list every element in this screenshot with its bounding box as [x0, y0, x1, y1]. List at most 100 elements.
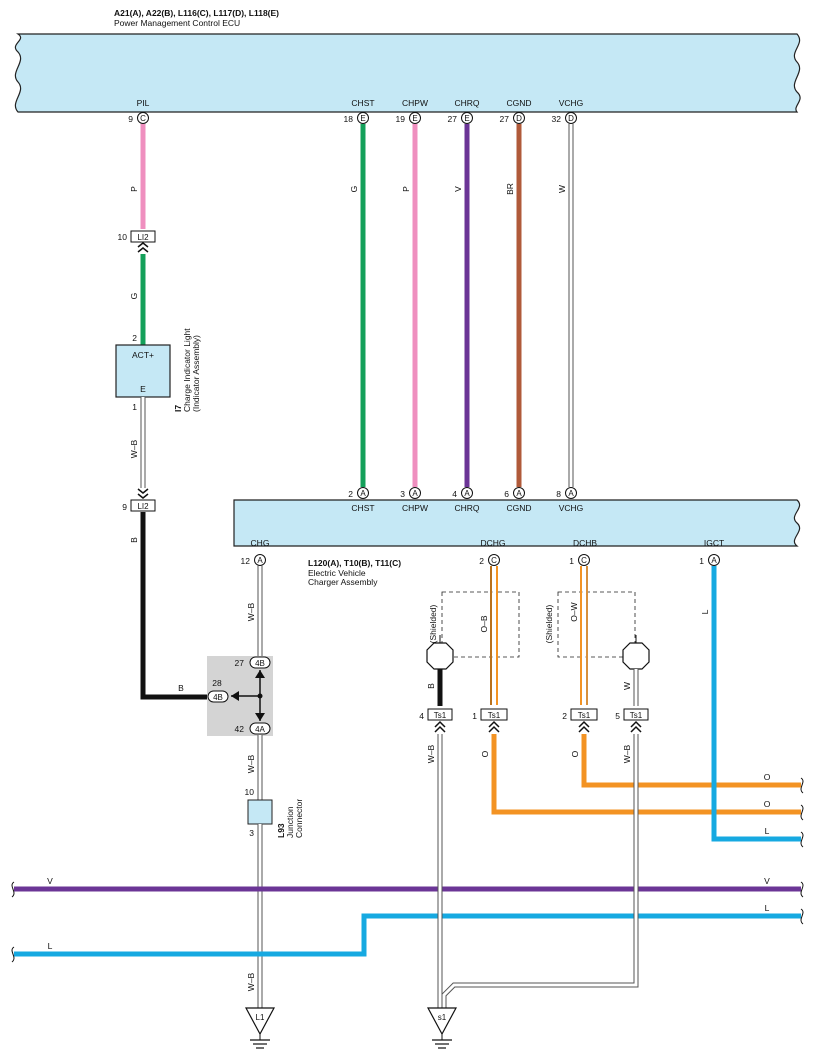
- svg-text:1: 1: [699, 556, 704, 566]
- wire-color-b-into-j: B: [178, 683, 184, 693]
- wire-color-vchg: W: [557, 185, 567, 193]
- ecu-box: [14, 33, 801, 113]
- wire-color-pil-upper: P: [129, 186, 139, 192]
- l93-box: [247, 799, 273, 825]
- svg-text:27: 27: [235, 658, 245, 668]
- charger-name2: Charger Assembly: [308, 577, 378, 587]
- l93-pin-bottom: 3: [249, 828, 254, 838]
- svg-text:LI2: LI2: [137, 233, 149, 242]
- l93-pin-top: 10: [245, 787, 255, 797]
- charger-pin-chpw: 3 A: [400, 487, 421, 499]
- charger-pin-chst: 2 A: [348, 487, 369, 499]
- ecu-pin-pil: 9 C: [128, 112, 149, 124]
- bus-l: [14, 913, 801, 957]
- charger-bottom-label: CHG: [251, 538, 270, 548]
- svg-text:D: D: [568, 114, 574, 123]
- svg-text:s1: s1: [438, 1013, 447, 1022]
- wire-color-dchg-pair: O–B: [479, 615, 489, 632]
- bus-l-left-label: L: [48, 941, 53, 951]
- svg-text:Ts1: Ts1: [488, 711, 501, 720]
- svg-text:28: 28: [212, 678, 222, 688]
- ecu-pin-label: CGND: [506, 98, 531, 108]
- wire-color-chg: W–B: [246, 602, 256, 621]
- wire-color-j-l93: W–B: [246, 754, 256, 773]
- wire-color-chst: G: [349, 186, 359, 193]
- svg-text:4: 4: [452, 489, 457, 499]
- svg-text:A: A: [464, 489, 470, 498]
- ecu-codes: A21(A), A22(B), L116(C), L117(D), L118(E…: [114, 8, 279, 18]
- charger-pin-cgnd: 6 A: [504, 487, 525, 499]
- indicator-pin-e: E: [140, 384, 146, 394]
- wire-color-ts1-left: W–B: [426, 744, 436, 763]
- wire-color-cgnd: BR: [505, 183, 515, 195]
- svg-text:(Indicator Assembly): (Indicator Assembly): [191, 335, 201, 412]
- wire-ts1-dchg-below: [491, 734, 801, 815]
- svg-text:10: 10: [118, 232, 128, 242]
- charger-bottom-pins: 12 A 2 C 1 C 1 A: [241, 554, 720, 566]
- svg-text:Ts1: Ts1: [630, 711, 643, 720]
- charger-pin-dchg: 2 C: [479, 554, 500, 566]
- svg-text:E: E: [464, 114, 469, 123]
- charger-pin-vchg: 8 A: [556, 487, 577, 499]
- svg-text:I7: I7: [173, 405, 183, 412]
- svg-text:27: 27: [448, 114, 458, 124]
- charger-top-label: CHPW: [402, 503, 428, 513]
- svg-text:Junction: Junction: [285, 806, 295, 838]
- svg-text:2: 2: [348, 489, 353, 499]
- wire-color-ts1-dchb: O: [570, 750, 580, 757]
- charger-top-label: CHRQ: [454, 503, 479, 513]
- svg-text:C: C: [491, 556, 497, 565]
- charger-bottom-label: IGCT: [704, 538, 724, 548]
- svg-text:9: 9: [128, 114, 133, 124]
- ecu-pin-chrq: 27 E: [448, 112, 473, 124]
- wire-ts1-dchb-below: [581, 734, 801, 788]
- svg-text:2: 2: [479, 556, 484, 566]
- svg-text:32: 32: [552, 114, 562, 124]
- ecu-pin-label: VCHG: [559, 98, 584, 108]
- charger-pin-chrq: 4 A: [452, 487, 473, 499]
- wire-color-dchb-pair: O–W: [569, 602, 579, 621]
- indicator-pin-act: ACT+: [132, 350, 154, 360]
- svg-text:1: 1: [472, 711, 477, 721]
- indicator-pin-e-num: 1: [132, 402, 137, 412]
- svg-text:C: C: [140, 114, 146, 123]
- svg-text:D: D: [516, 114, 522, 123]
- svg-text:A: A: [711, 556, 717, 565]
- connector-li2-bottom: 9 LI2: [122, 488, 156, 512]
- svg-text:12: 12: [241, 556, 251, 566]
- svg-text:8: 8: [556, 489, 561, 499]
- svg-text:9: 9: [122, 502, 127, 512]
- svg-text:6: 6: [504, 489, 509, 499]
- wire-color-l93-gnd: W–B: [246, 972, 256, 991]
- svg-text:18: 18: [344, 114, 354, 124]
- wire-color-pil-lower: G: [129, 293, 139, 300]
- shield-box-dchb: [557, 591, 636, 658]
- ecu-name: Power Management Control ECU: [114, 18, 240, 28]
- shield-octagon-left: [426, 635, 454, 670]
- svg-text:C: C: [581, 556, 587, 565]
- charger-top-label: CGND: [506, 503, 531, 513]
- shield-box-dchg: [441, 591, 520, 658]
- wire-color-ts1-dchg: O: [480, 750, 490, 757]
- wire-color-shield-right: W: [622, 682, 632, 690]
- ecu-pin-label: CHPW: [402, 98, 428, 108]
- wire-color-shield-left: B: [426, 683, 436, 689]
- wire-color-igct: L: [700, 609, 710, 614]
- wire-color-ts1-right: W–B: [622, 744, 632, 763]
- svg-text:LI2: LI2: [137, 502, 149, 511]
- wire-color-indicator-e: W–B: [129, 439, 139, 458]
- ground-l1: L1: [244, 1007, 276, 1049]
- bus-v-left-label: V: [47, 876, 53, 886]
- indicator-box: [115, 344, 171, 398]
- svg-text:4: 4: [419, 711, 424, 721]
- svg-text:Ts1: Ts1: [578, 711, 591, 720]
- wire-dchg-pair: [490, 566, 498, 705]
- svg-text:2: 2: [562, 711, 567, 721]
- wire-li2-to-junction: [140, 512, 212, 700]
- ecu-pin-chst: 18 E: [344, 112, 369, 124]
- junction-internal: [231, 670, 265, 721]
- svg-text:L93: L93: [276, 823, 286, 838]
- svg-text:27: 27: [500, 114, 510, 124]
- svg-text:3: 3: [400, 489, 405, 499]
